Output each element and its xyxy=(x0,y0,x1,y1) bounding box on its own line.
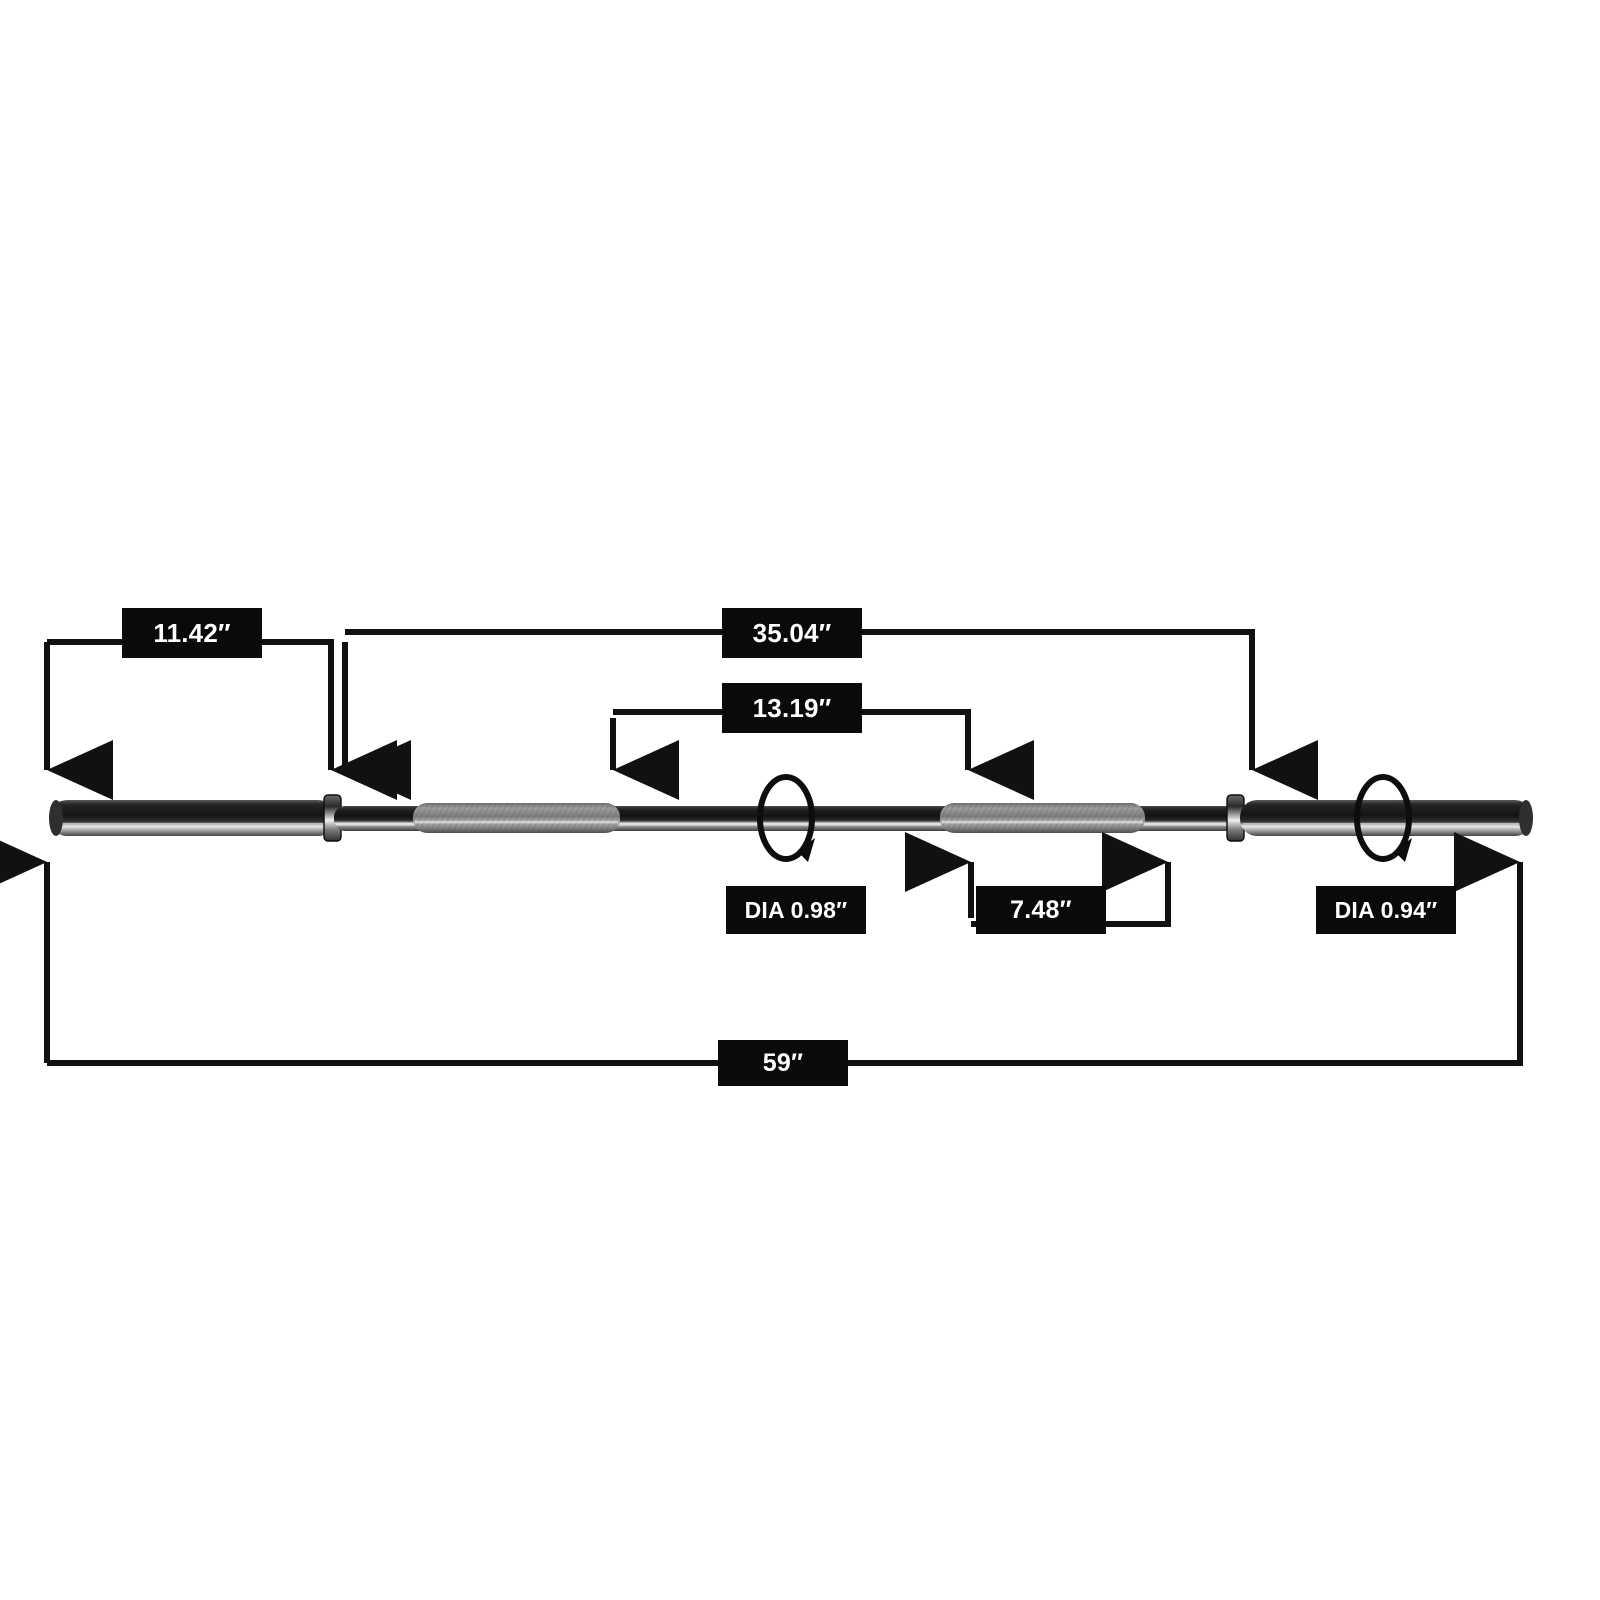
dim-label-11-42: 11.42″ xyxy=(122,608,262,658)
rotation-indicator-left xyxy=(757,774,815,862)
rotation-indicator-right xyxy=(1354,774,1412,862)
dim-label-dia-0-94: DIA 0.94″ xyxy=(1316,886,1456,934)
dim-label-35-04: 35.04″ xyxy=(722,608,862,658)
leader-line-13-19 xyxy=(610,709,1034,800)
leader-line-59 xyxy=(0,832,1523,1066)
right-sleeve xyxy=(1240,800,1533,836)
barbell-illustration xyxy=(49,794,1533,842)
dim-label-59: 59″ xyxy=(718,1040,848,1086)
dim-label-dia-0-98: DIA 0.98″ xyxy=(726,886,866,934)
left-sleeve xyxy=(49,800,335,836)
dim-label-13-19: 13.19″ xyxy=(722,683,862,733)
dim-label-7-48: 7.48″ xyxy=(976,886,1106,934)
left-knurl-band xyxy=(413,803,620,833)
right-knurl-band xyxy=(940,803,1145,833)
leader-line-35-04 xyxy=(342,629,1318,800)
leader-line-11-42 xyxy=(44,639,397,800)
